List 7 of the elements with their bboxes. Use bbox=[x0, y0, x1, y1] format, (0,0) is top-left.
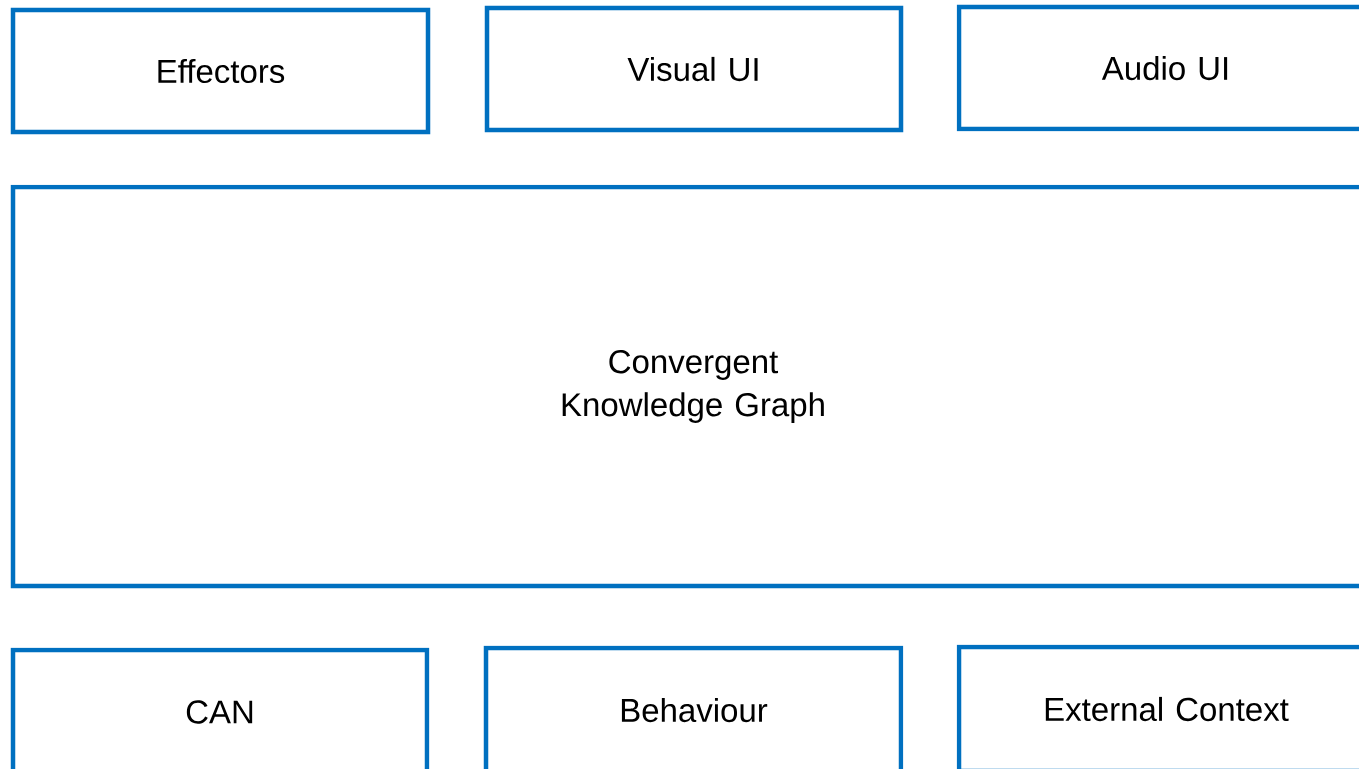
text-box: Visual UI bbox=[484, 5, 904, 133]
text-box: CAN bbox=[10, 647, 430, 769]
text-box: Effectors bbox=[10, 7, 431, 135]
text-box: Convergent Knowledge Graph bbox=[10, 184, 1359, 589]
text-box: External Context bbox=[956, 644, 1359, 769]
text-box: Audio UI bbox=[956, 4, 1359, 132]
text-box: Behaviour bbox=[483, 645, 904, 769]
